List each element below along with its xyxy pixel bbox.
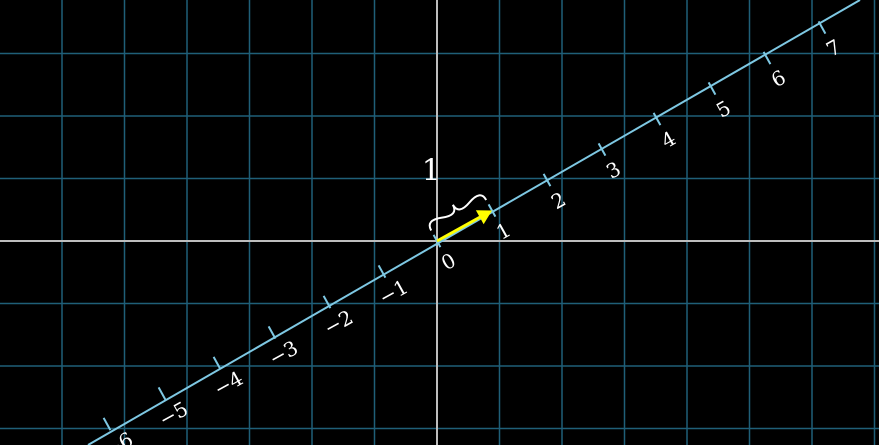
number-line-tick [817, 20, 827, 35]
number-line-tick [652, 112, 662, 126]
number-line-tick [212, 356, 222, 370]
number-line-tick [707, 81, 717, 96]
subtitle-caption [110, 431, 810, 445]
tilted-number-line [87, 0, 861, 445]
number-line-tick-label: 7 [822, 34, 845, 61]
number-line-tick-label: −2 [320, 305, 357, 340]
number-line-tick [102, 417, 112, 431]
number-line-tick-label: −1 [375, 274, 412, 309]
number-line-tick-label: 3 [602, 156, 625, 183]
number-line-tick [542, 173, 552, 187]
number-line-tick [377, 264, 387, 279]
arrow-icon [436, 210, 492, 243]
number-line-tick [157, 386, 167, 401]
number-line-tick-label: 6 [767, 65, 790, 92]
number-line-tick [762, 51, 772, 65]
number-line-tick-label: 5 [712, 95, 735, 122]
number-line-tick-label: 2 [547, 187, 570, 214]
number-line-tick [597, 142, 607, 157]
number-line-tick-label: 4 [657, 126, 680, 153]
unit-length-label: 1 [422, 153, 441, 188]
number-line-tick [267, 325, 277, 340]
number-line-tick [322, 295, 332, 309]
unit-vector-head [475, 210, 492, 225]
number-line-tick-label: 0 [437, 248, 460, 275]
unit-vector-shaft [436, 215, 483, 243]
